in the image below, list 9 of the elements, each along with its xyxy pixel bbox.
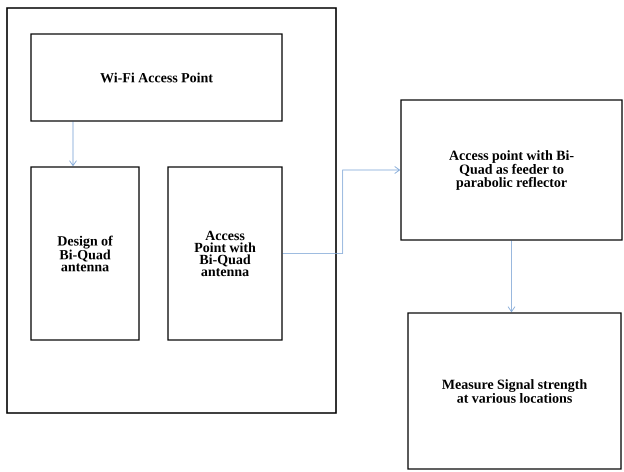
arrow (508, 240, 516, 312)
arrow (282, 166, 400, 254)
process-box: Design of Bi-Quad antenna (30, 166, 140, 341)
process-box: Access point with Bi-Quad as feeder to parabolic reflector (400, 99, 623, 241)
container-box (6, 7, 337, 414)
process-box: Measure Signal strength at various locations (407, 312, 622, 470)
process-box: Wi-Fi Access Point (30, 33, 283, 122)
process-box: Access Point with Bi-Quad antenna (167, 166, 283, 341)
arrow (69, 121, 77, 166)
